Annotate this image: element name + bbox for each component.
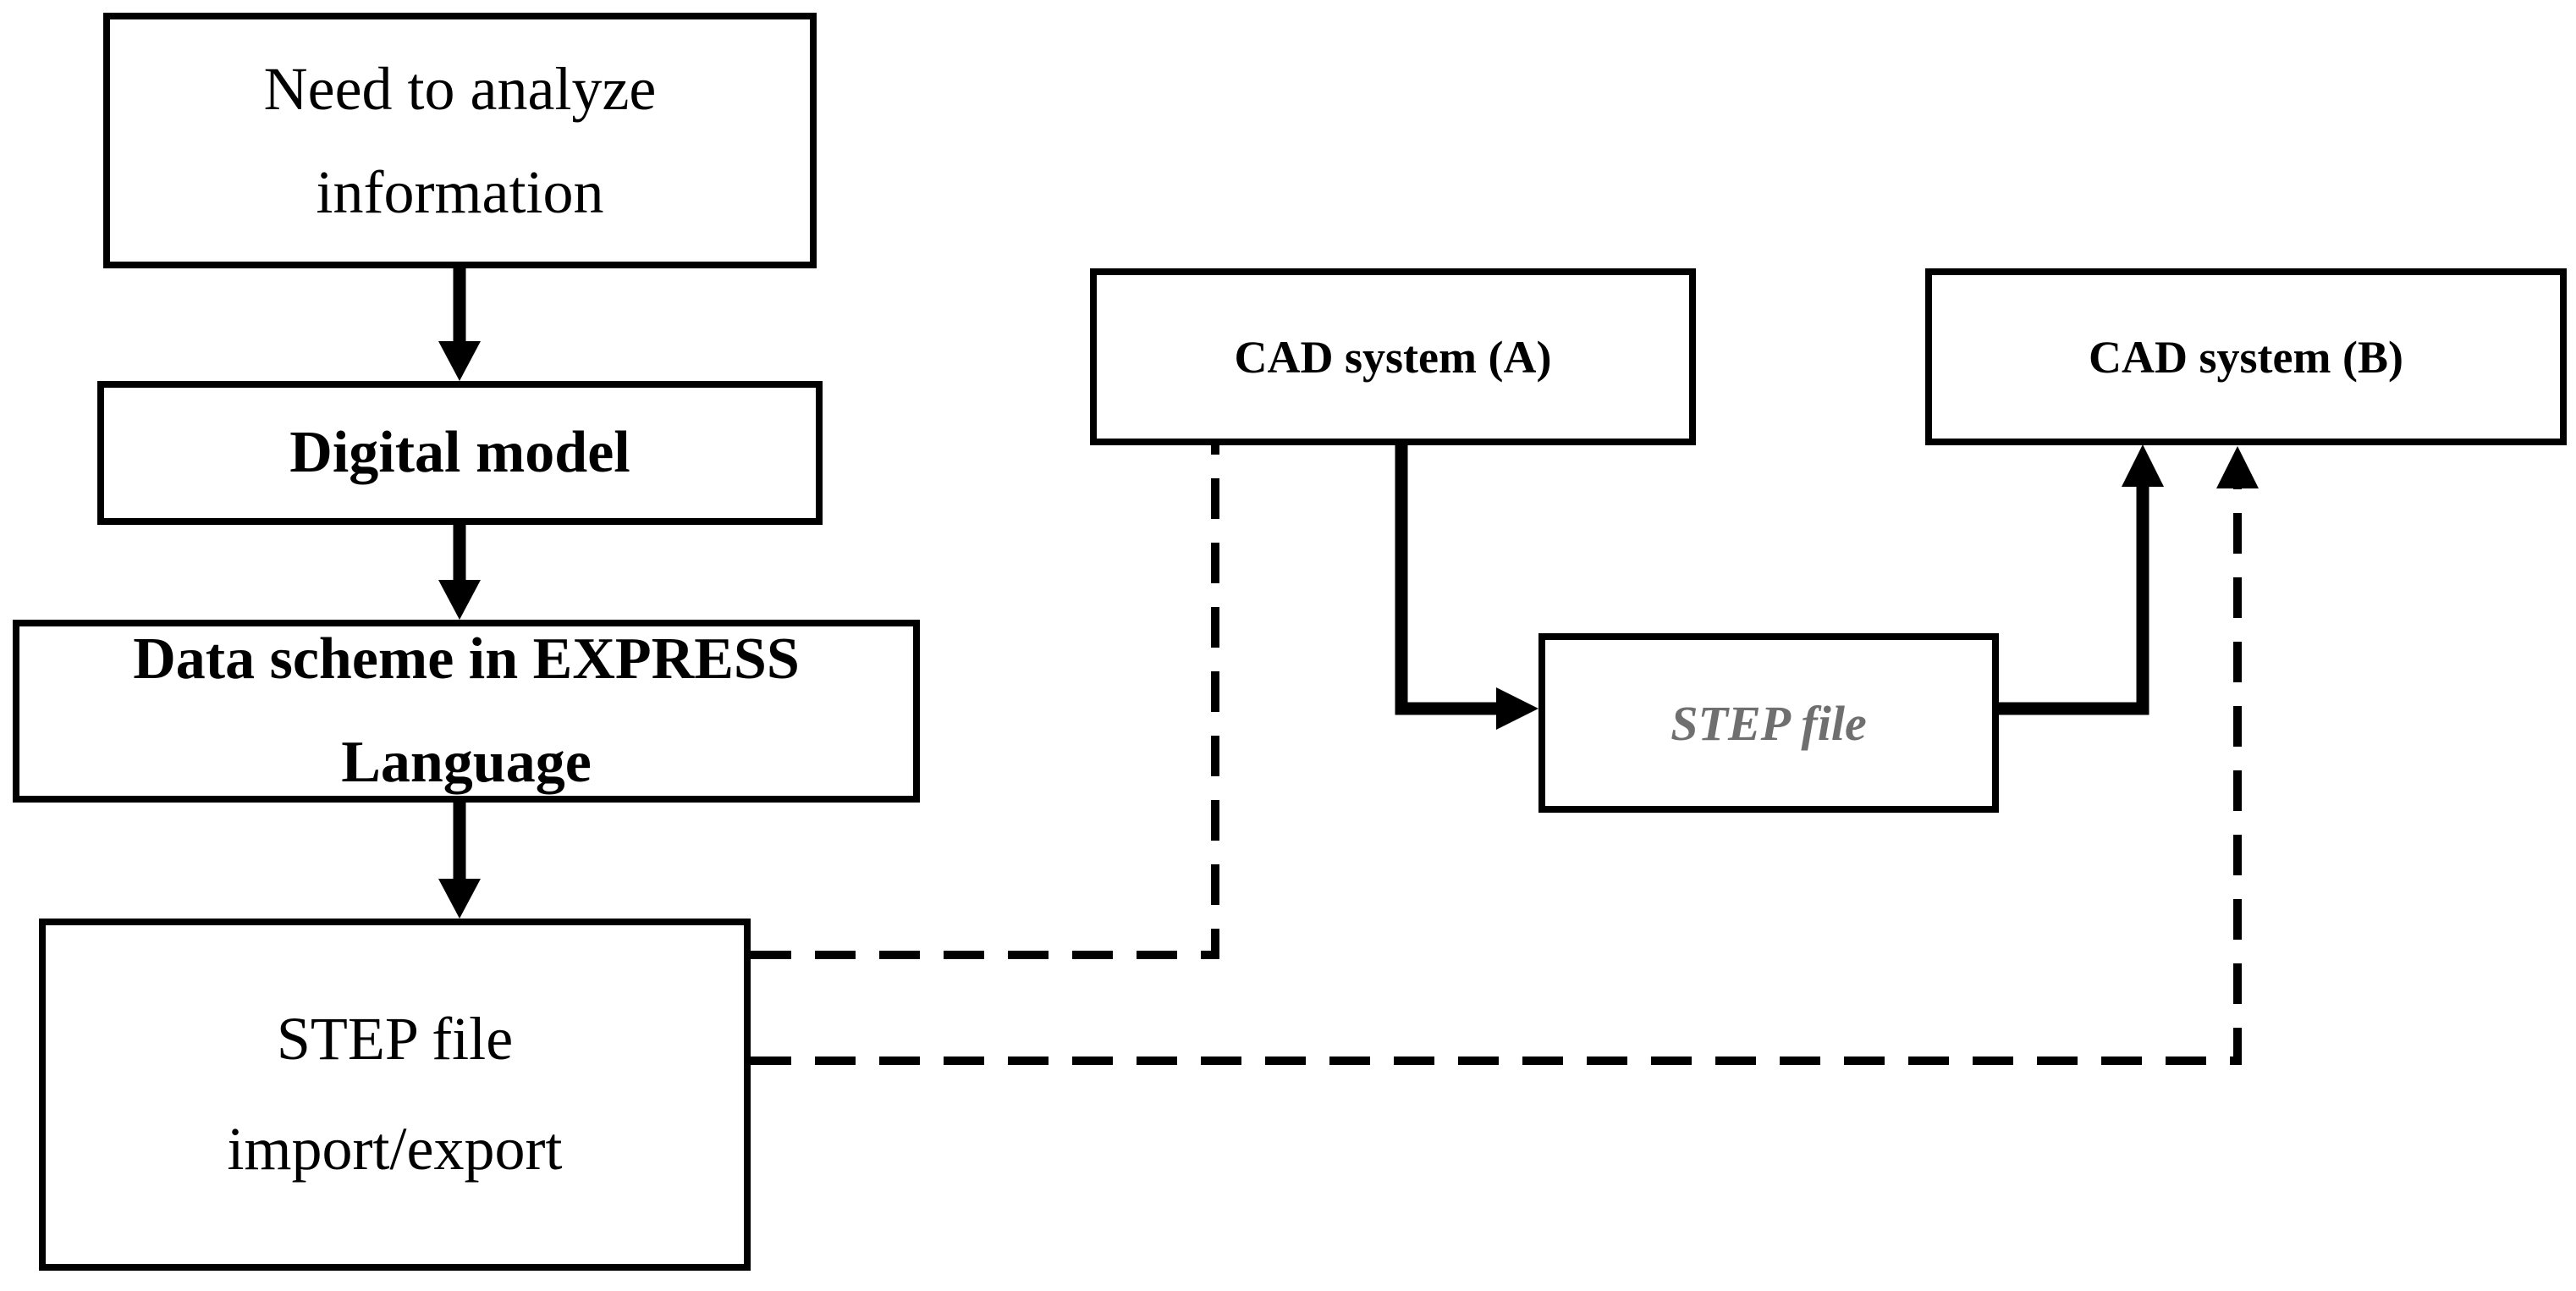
arrow-stepfile-to-cadb (1999, 444, 2164, 715)
cad-system-a-box: CAD system (A) (1090, 268, 1696, 445)
digital-box-label: Digital model (289, 420, 630, 485)
need-box-line1: Need to analyze (263, 54, 657, 123)
need-to-analyze-box: Need to analyze information (103, 13, 817, 268)
need-box-line2: information (316, 158, 604, 226)
stepfile-box-label: STEP file (1671, 695, 1867, 751)
cada-box-label: CAD system (A) (1234, 331, 1552, 383)
express-scheme-box: Data scheme in EXPRESS Language (13, 620, 920, 803)
step-import-export-box: STEP file import/export (39, 919, 751, 1271)
cad-system-b-box: CAD system (B) (1925, 268, 2567, 445)
cadb-box-label: CAD system (B) (2089, 331, 2403, 383)
arrow-express-to-stepio (438, 803, 481, 919)
arrow-digital-to-express (438, 525, 481, 620)
arrow-need-to-digital (438, 268, 481, 381)
stepio-box-line1: STEP file (276, 1005, 514, 1073)
step-file-box: STEP file (1538, 633, 1999, 813)
express-box-line1: Data scheme in EXPRESS (133, 626, 800, 692)
arrow-cada-to-stepfile (1395, 444, 1538, 730)
express-box-line2: Language (341, 730, 592, 795)
dashed-link-stepio-to-cada (751, 444, 1219, 959)
digital-model-box: Digital model (97, 381, 823, 525)
stepio-box-line2: import/export (227, 1115, 563, 1183)
dashed-arrow-stepio-to-cadb (751, 446, 2259, 1065)
